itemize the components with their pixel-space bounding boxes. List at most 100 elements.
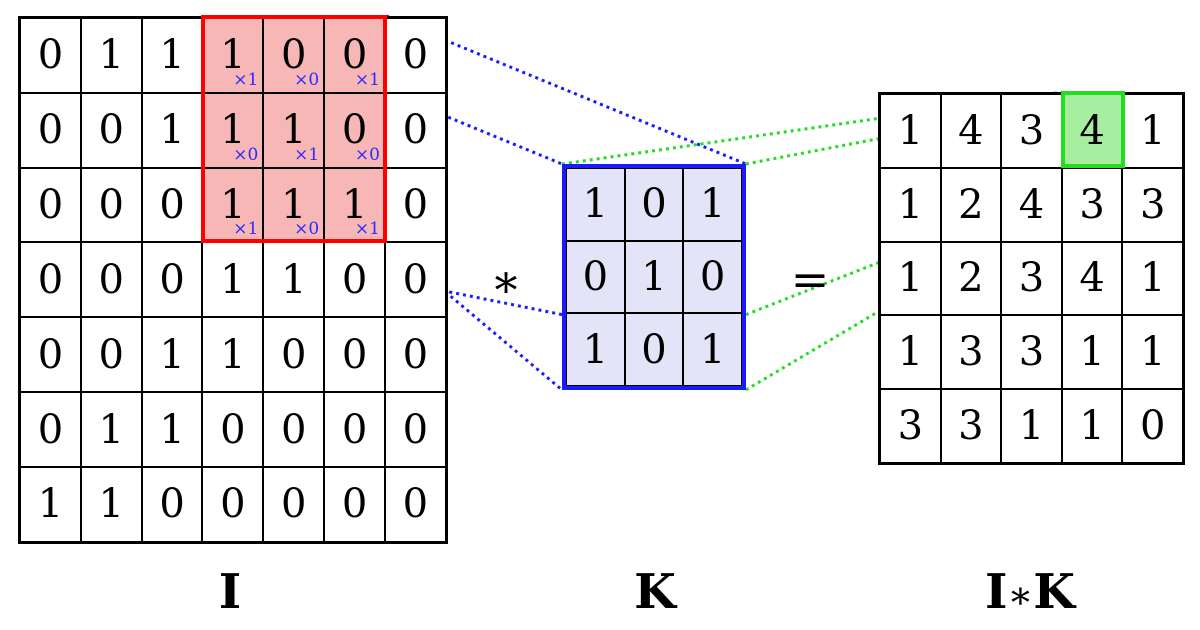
input-matrix-cell-value: 1 — [281, 182, 307, 229]
input-matrix-cell-value: 0 — [37, 256, 64, 303]
kernel-matrix-cell: 0 — [624, 168, 684, 241]
input-matrix-label: I — [218, 564, 242, 620]
output-matrix-cell: 1 — [1122, 94, 1183, 168]
input-matrix-cell: 0×0 — [324, 92, 385, 168]
input-matrix-cell-value: 0 — [402, 182, 429, 229]
output-matrix-cell: 3 — [1001, 94, 1062, 168]
input-matrix-cell-value: 0 — [341, 331, 368, 378]
output-matrix-cell-value: 1 — [1139, 329, 1166, 376]
input-matrix-cell: 0 — [384, 92, 446, 168]
input-matrix-cell-value: 1 — [281, 107, 307, 154]
output-matrix-cell: 2 — [940, 241, 1002, 316]
input-matrix-cell-value: 1 — [159, 406, 185, 453]
input-matrix-cell-value: 0 — [98, 182, 124, 229]
input-matrix-cell: 0 — [20, 167, 81, 243]
input-matrix-cell: 1 — [141, 317, 203, 393]
input-matrix-cell-value: 0 — [281, 331, 307, 378]
input-matrix-cell-value: 1 — [98, 481, 124, 528]
input-matrix-cell: 0 — [20, 317, 81, 393]
kernel-matrix-cell: 1 — [566, 168, 625, 241]
kernel-matrix-cell-value: 1 — [699, 326, 726, 373]
kernel-weight-multiplier: ×0 — [354, 144, 380, 165]
input-matrix-cell: 0 — [384, 167, 446, 243]
output-matrix-cell-value: 1 — [897, 329, 924, 376]
input-matrix-cell: 1 — [202, 317, 264, 393]
input-matrix-cell-value: 1 — [98, 32, 124, 79]
input-matrix-cell-value: 0 — [159, 182, 185, 229]
input-matrix-cell-value: 0 — [37, 32, 64, 79]
kernel-matrix-cell-value: 1 — [582, 181, 609, 228]
input-matrix-cell-value: 1 — [281, 256, 307, 303]
input-matrix-cell: 0 — [202, 466, 264, 542]
output-matrix-cell: 1 — [880, 94, 941, 168]
output-matrix-cell-value: 1 — [1079, 329, 1105, 376]
input-matrix-cell-value: 1 — [159, 331, 185, 378]
kernel-matrix-cell-value: 0 — [641, 326, 667, 373]
input-matrix-cell-value: 0 — [402, 331, 429, 378]
kernel-weight-multiplier: ×0 — [294, 69, 320, 90]
output-matrix-cell-value: 2 — [958, 181, 984, 228]
input-matrix-cell: 0×1 — [324, 18, 385, 93]
input-matrix-cell: 0 — [384, 317, 446, 393]
output-matrix-cell: 1 — [1001, 389, 1062, 463]
input-matrix-cell: 0 — [263, 317, 325, 393]
output-matrix-cell-value: 1 — [897, 255, 924, 302]
input-matrix-cell: 0 — [202, 392, 264, 467]
output-matrix-cell-value: 3 — [1018, 329, 1045, 376]
input-matrix-cell: 1 — [141, 18, 203, 93]
input-matrix-cell: 1×1 — [263, 92, 325, 168]
input-matrix-cell: 0 — [324, 242, 385, 318]
input-matrix-cell-value: 1 — [37, 481, 64, 528]
output-matrix-cell: 4 — [1001, 167, 1062, 242]
kernel-weight-multiplier: ×1 — [354, 219, 380, 240]
output-matrix-cell: 4 — [1061, 241, 1123, 316]
kernel-matrix-cell: 1 — [624, 240, 684, 314]
input-matrix-cell-value: 0 — [402, 481, 429, 528]
input-matrix-cell: 1 — [20, 466, 81, 542]
input-matrix-cell-value: 0 — [98, 256, 124, 303]
input-matrix-cell-value: 0 — [37, 406, 64, 453]
input-matrix-cell-value: 0 — [341, 256, 368, 303]
input-matrix-cell-value: 0 — [37, 107, 64, 154]
kernel-matrix-cell-value: 1 — [641, 253, 667, 300]
input-matrix-cell: 1 — [141, 392, 203, 467]
kernel-matrix-cell: 0 — [624, 313, 684, 386]
input-matrix-cell-value: 0 — [402, 406, 429, 453]
input-matrix-cell-value: 1 — [341, 182, 368, 229]
output-matrix-label: I∗K — [950, 564, 1110, 620]
input-matrix-cell: 0 — [20, 92, 81, 168]
input-matrix-cell: 1 — [202, 242, 264, 318]
output-matrix-cell-value: 3 — [1079, 181, 1105, 228]
input-matrix-cell-value: 0 — [98, 107, 124, 154]
input-matrix-cell-value: 0 — [281, 481, 307, 528]
input-matrix-cell-value: 1 — [220, 331, 246, 378]
output-matrix-cell-value: 2 — [958, 255, 984, 302]
input-matrix-cell: 0 — [384, 242, 446, 318]
input-matrix-cell: 0 — [384, 392, 446, 467]
input-matrix-cell: 0 — [80, 167, 142, 243]
kernel-matrix-cell-value: 0 — [641, 181, 667, 228]
input-matrix-cell-value: 1 — [159, 107, 185, 154]
input-matrix-cell: 0 — [384, 18, 446, 93]
output-matrix-cell-value: 3 — [1018, 255, 1045, 302]
output-matrix-cell: 4 — [940, 94, 1002, 168]
input-matrix-cell: 0×0 — [263, 18, 325, 93]
input-matrix-cell: 0 — [263, 392, 325, 467]
output-matrix-cell: 3 — [940, 315, 1002, 390]
output-matrix-cell-value: 3 — [958, 403, 984, 450]
input-matrix-cell-value: 0 — [402, 107, 429, 154]
input-matrix-cell-value: 0 — [281, 406, 307, 453]
output-matrix-cell: 3 — [1122, 167, 1183, 242]
output-matrix-cell: 1 — [1122, 241, 1183, 316]
kernel-matrix-cell-value: 1 — [582, 326, 609, 373]
input-matrix-cell: 1 — [80, 392, 142, 467]
input-matrix-cell: 1×1 — [202, 18, 264, 93]
input-matrix-cell-value: 0 — [220, 406, 246, 453]
input-matrix-cell-value: 0 — [220, 481, 246, 528]
output-matrix-cell: 1 — [880, 315, 941, 390]
kernel-weight-multiplier: ×1 — [294, 144, 320, 165]
input-matrix-cell-value: 0 — [341, 481, 368, 528]
